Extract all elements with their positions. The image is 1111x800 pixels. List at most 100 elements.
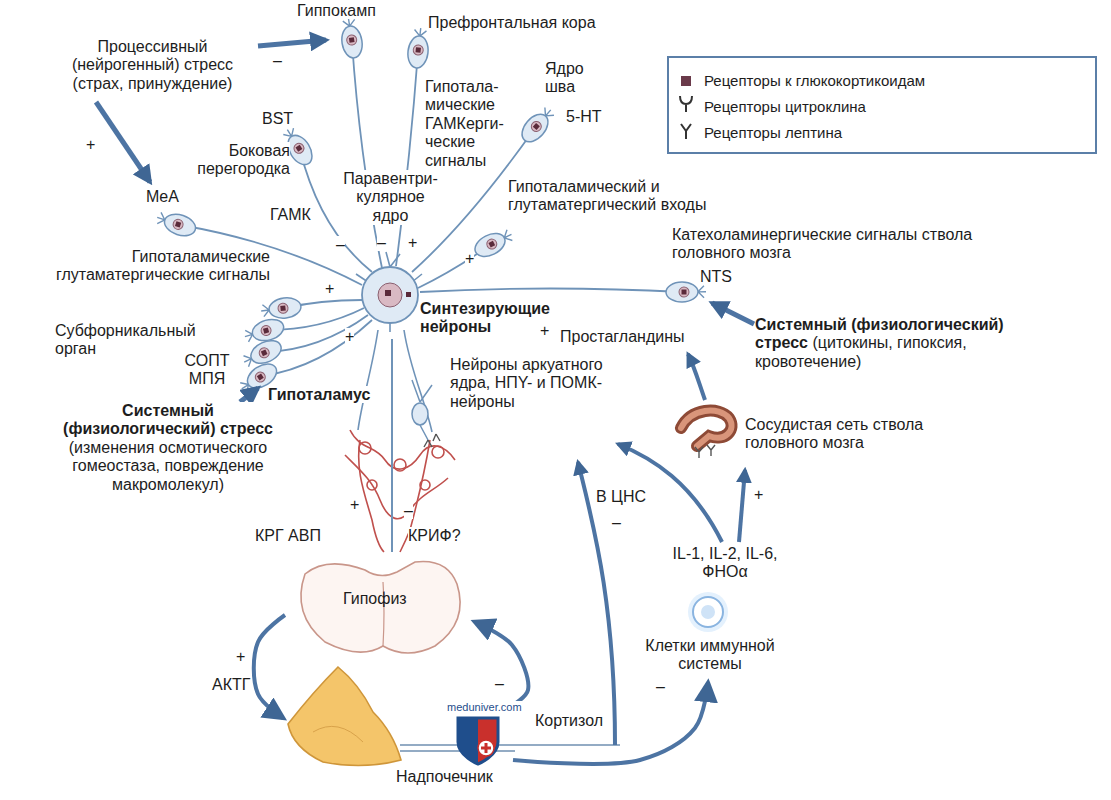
label-group: Системный (физиологический) стресс(циток… <box>755 316 1020 371</box>
label-group: – <box>404 502 413 520</box>
label-group: NTS <box>700 268 732 286</box>
neuron-body <box>666 282 706 302</box>
neuron-body <box>471 229 509 261</box>
sign-mark: – <box>656 678 665 695</box>
adrenal-gland: Надпочечник <box>283 662 513 794</box>
axon-line <box>300 150 372 272</box>
label-text: BST <box>262 110 293 127</box>
neuron-body <box>268 296 302 320</box>
axon-lines <box>180 42 682 376</box>
label-text: Гиппокамп <box>297 2 376 19</box>
neuron-cell: Синтезирующие нейроны <box>360 262 562 339</box>
label-group: IL-1, IL-2, IL-6, ФНОα <box>665 545 785 582</box>
portal-vessels <box>345 430 455 552</box>
node-text: Сосудистая сеть ствола головного мозга <box>745 416 990 453</box>
label-text: Гипоталамический и глутаматергический вх… <box>508 178 706 213</box>
neuron-body <box>406 35 430 69</box>
label-text: Боковая перегородка <box>190 142 290 179</box>
stress-arrows <box>96 102 150 182</box>
arcuate-neuron <box>412 403 428 425</box>
neuron-body <box>247 336 284 368</box>
portal-vessels <box>400 440 430 552</box>
label-group: + <box>236 648 245 666</box>
watermark-shield <box>458 718 498 764</box>
label-text: MeA <box>146 188 179 205</box>
node-shape <box>285 552 475 657</box>
legend-text: Рецепторы цитроклина <box>704 98 866 115</box>
neuron-body <box>154 208 198 240</box>
sign-mark: + <box>350 496 359 513</box>
hypothalamic-axons <box>358 330 432 432</box>
hypothalamic-axons <box>358 330 378 430</box>
neuron-body <box>260 324 272 336</box>
label-group: Процессивный (нейрогенный) стресс (страх… <box>55 38 250 93</box>
neuron-body <box>283 131 317 169</box>
legend-box <box>681 76 691 86</box>
label-group: + <box>754 486 763 504</box>
node-shape <box>288 667 401 766</box>
arcuate-neuron <box>412 380 440 447</box>
neuron-body <box>679 287 689 297</box>
legend-box <box>680 96 692 112</box>
node-shape <box>362 267 418 323</box>
label-group: MeA <box>146 188 179 206</box>
label-group: 5-HT <box>566 108 602 126</box>
label-group: КРИФ? <box>408 527 461 545</box>
node-text: Гипофиз <box>343 590 433 608</box>
label-text: Процессивный (нейрогенный) стресс (страх… <box>55 38 250 93</box>
label-group: Субфорникальный орган <box>55 322 205 359</box>
neuron-body <box>253 370 267 384</box>
neuron-body <box>175 221 181 227</box>
node-text: Надпочечник <box>396 768 511 786</box>
label-text: АКТГ <box>212 676 250 693</box>
node-shape <box>675 402 990 462</box>
output-bus <box>400 744 620 746</box>
label-text: Префронтальная кора <box>428 14 596 31</box>
brainstem-vessel: Сосудистая сеть ствола головного мозга <box>675 402 992 462</box>
neuron-body <box>162 210 199 239</box>
label-text: 5-HT <box>566 108 602 125</box>
sign-mark: + <box>236 648 245 665</box>
label-group: + <box>345 328 354 346</box>
label-group: Гиппокамп <box>297 2 376 20</box>
axon-line <box>180 225 362 285</box>
label-text: Ядро шва <box>545 60 584 95</box>
neuron-body <box>413 44 424 55</box>
node-shape <box>313 726 363 742</box>
label-group: АКТГ <box>212 676 250 694</box>
neuron-body <box>529 119 543 133</box>
label-text: КРИФ? <box>408 527 461 544</box>
neuron-body <box>517 103 558 146</box>
node-shape <box>301 561 460 653</box>
label-group: Катехоламинергические сигналы ствола гол… <box>672 226 1002 263</box>
label-text: Простагландины <box>560 328 685 345</box>
node-shape <box>688 592 728 632</box>
neuron-body <box>339 17 365 60</box>
portal-vessels <box>359 442 371 454</box>
node-shape <box>406 292 411 297</box>
neuron-body <box>415 47 421 53</box>
neuron-body <box>277 303 288 314</box>
label-group: – <box>495 675 504 693</box>
node-shape <box>693 597 723 627</box>
label-text: СОПТ МПЯ <box>182 352 232 389</box>
label-text: Кортизол <box>535 712 603 729</box>
sign-mark: + <box>408 234 417 251</box>
portal-vessels <box>359 440 384 552</box>
label-text: Гипотала- мические ГАМКерги- ческие сигн… <box>425 78 504 169</box>
label-text: Гипоталамические глутаматергические сигн… <box>55 248 270 285</box>
portal-vessels <box>420 480 430 490</box>
neuron-body <box>292 141 306 155</box>
label-group: – <box>656 678 665 696</box>
axon-line <box>420 289 682 293</box>
neuron-body <box>666 282 698 302</box>
label-group: Паравентри- кулярное ядро <box>343 170 438 225</box>
label-text: Гипоталамус <box>268 386 370 403</box>
neuron-body <box>406 27 430 69</box>
label-group: ГАМК <box>270 206 311 224</box>
sign-mark: – <box>273 52 282 69</box>
immune-cell: Клетки иммунной системы <box>630 595 792 683</box>
neuron-body <box>471 225 516 261</box>
label-text: Системный (физиологический) стресс <box>755 316 1004 351</box>
